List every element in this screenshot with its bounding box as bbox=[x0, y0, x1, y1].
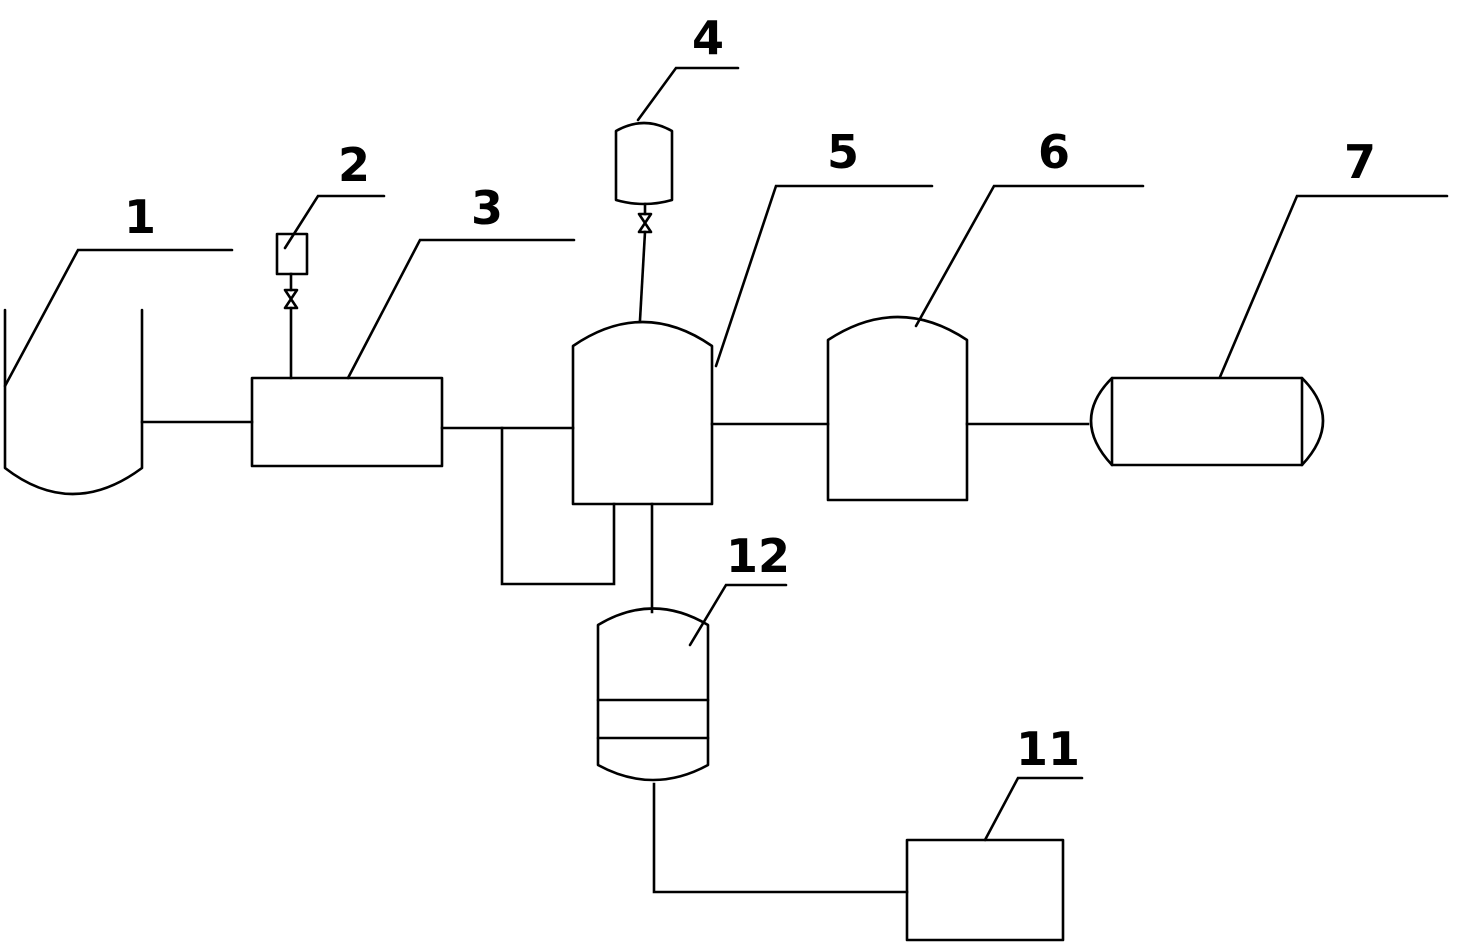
equipment-11-box bbox=[905, 838, 1065, 942]
equipment-5-main-vessel bbox=[571, 320, 714, 506]
equipment-2-dosing-vessel bbox=[275, 232, 309, 380]
equipment-3-unit bbox=[250, 376, 444, 468]
leader-lines bbox=[3, 66, 1449, 842]
label-2: 2 bbox=[338, 138, 370, 192]
equipment-12-vertical-vessel bbox=[596, 607, 710, 782]
label-3: 3 bbox=[471, 181, 503, 235]
equipment-1-open-tank bbox=[3, 308, 144, 496]
number-labels: 1 2 3 4 5 6 7 11 12 bbox=[124, 11, 1376, 776]
equipment-6-vessel bbox=[826, 315, 969, 502]
piping bbox=[140, 420, 1090, 894]
equipment-7-horizontal-tank bbox=[1089, 376, 1325, 467]
label-7: 7 bbox=[1344, 135, 1376, 189]
label-1: 1 bbox=[124, 190, 156, 244]
label-11: 11 bbox=[1016, 722, 1080, 776]
label-6: 6 bbox=[1038, 125, 1070, 179]
label-5: 5 bbox=[827, 125, 859, 179]
label-4: 4 bbox=[692, 11, 724, 65]
label-12: 12 bbox=[726, 529, 790, 583]
equipment-4-top-vessel bbox=[614, 121, 674, 322]
valve-icon bbox=[283, 288, 299, 310]
valve-icon bbox=[637, 212, 653, 234]
